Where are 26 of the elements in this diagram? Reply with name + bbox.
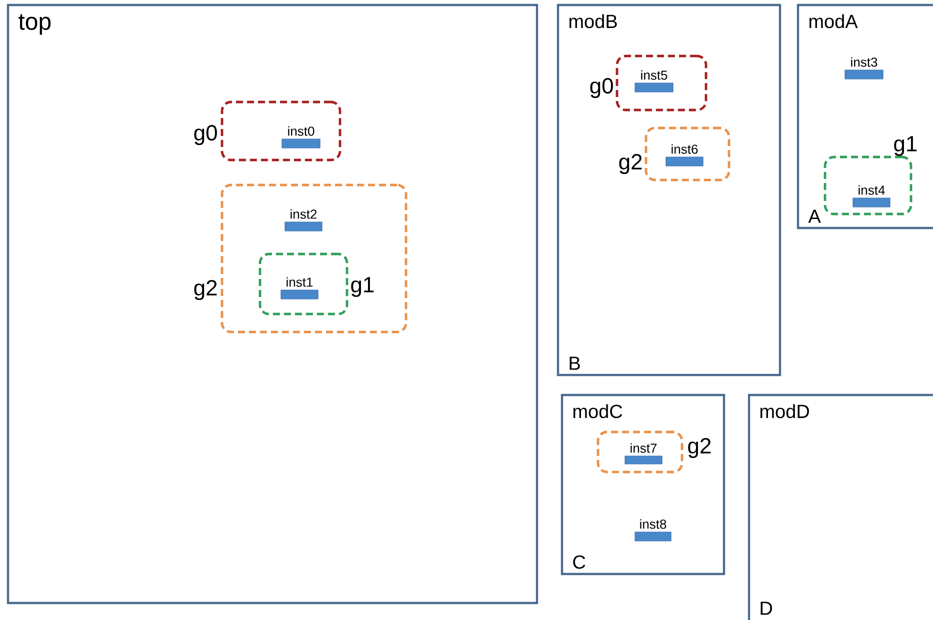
node-label: inst1 — [286, 277, 313, 287]
instance-block: inst4 — [852, 185, 890, 208]
node-label: inst3 — [851, 57, 878, 67]
instance-block: inst5 — [634, 70, 674, 92]
instance-block: inst0 — [282, 126, 320, 148]
node-label: g2 — [194, 280, 217, 300]
instance-block: inst8 — [634, 519, 672, 542]
instance-block: inst2 — [284, 209, 322, 232]
node-label: g2 — [619, 154, 642, 174]
node-label: g2 — [688, 438, 711, 458]
node-label: g0 — [590, 78, 613, 98]
node-label: inst2 — [290, 209, 317, 219]
module-box: modD D — [748, 394, 933, 620]
instance-block: inst1 — [280, 277, 318, 300]
node-label: g1 — [894, 136, 917, 156]
instance-block: inst3 — [844, 57, 884, 80]
instance-block: inst7 — [624, 443, 662, 464]
node-label: inst5 — [641, 70, 668, 80]
node-label: inst8 — [640, 519, 666, 529]
node-label: inst6 — [672, 144, 698, 154]
instance-block: inst6 — [666, 144, 704, 166]
node-label: inst7 — [630, 443, 657, 453]
node-label: g1 — [351, 277, 374, 297]
node-label: g0 — [194, 125, 217, 145]
node-label: inst4 — [858, 185, 885, 195]
node-label: inst0 — [288, 126, 314, 136]
